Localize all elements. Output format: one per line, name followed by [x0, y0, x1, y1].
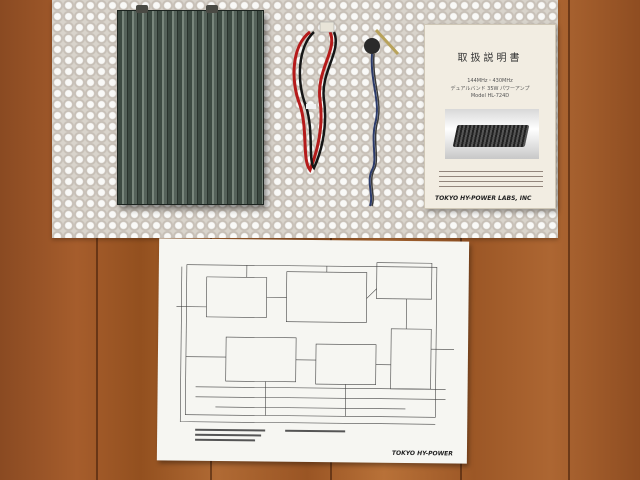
plank-seam: [568, 0, 570, 480]
schematic-brand-logo: TOKYO HY-POWER: [391, 449, 453, 458]
manual-product-photo: [445, 109, 539, 159]
manual-brand-logo: TOKYO HY-POWER LABS, INC: [435, 195, 532, 202]
cables: [292, 21, 400, 207]
schematic-diagram-sheet: TOKYO HY-POWER: [156, 238, 470, 464]
amp-connector: [136, 5, 148, 13]
power-cable: [292, 21, 337, 173]
manual-desc-line: デュアルバンド 35W パワーアンプ: [450, 86, 530, 92]
manual-freq-line: 144MHz・430MHz: [467, 78, 513, 84]
power-amplifier-heatsink: [117, 5, 264, 205]
manual-body-text: [439, 171, 543, 189]
manual-title: 取扱説明書: [457, 53, 523, 64]
plank-seam: [460, 0, 462, 480]
plank-seam: [96, 0, 98, 480]
amp-connector: [206, 5, 218, 13]
instruction-manual: 取扱説明書 144MHz・430MHz デュアルバンド 35W パワーアンプ M…: [424, 24, 556, 209]
control-cable: [364, 28, 400, 207]
circuit-schematic: [176, 262, 455, 442]
amplifier-illustration: [452, 125, 530, 147]
manual-model-line: Model HL-724D: [470, 93, 510, 99]
